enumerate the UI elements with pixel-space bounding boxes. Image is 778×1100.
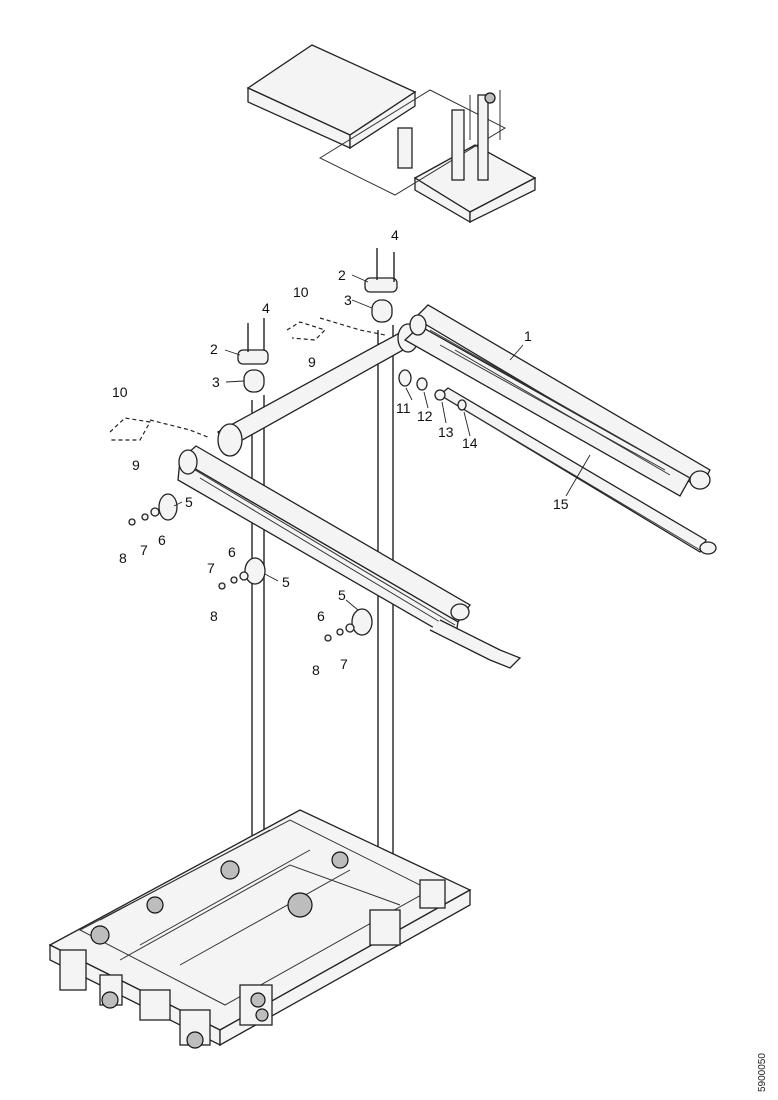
callout-6: 6 (228, 544, 236, 560)
callout-3: 3 (344, 292, 352, 308)
callout-1: 1 (524, 328, 532, 344)
callout-7: 7 (340, 656, 348, 672)
callout-10: 10 (293, 284, 309, 300)
hardware (109, 248, 467, 642)
callout-15: 15 (553, 496, 569, 512)
leader-lines (173, 274, 591, 611)
callout-12: 12 (417, 408, 433, 424)
callout-13: 13 (438, 424, 454, 440)
top-frame-assembly (246, 44, 537, 224)
callout-6: 6 (317, 608, 325, 624)
callout-2: 2 (338, 267, 346, 283)
rod-15 (438, 387, 717, 555)
callout-8: 8 (210, 608, 218, 624)
callout-4: 4 (262, 300, 270, 316)
callout-9: 9 (132, 457, 140, 473)
callout-7: 7 (140, 542, 148, 558)
callout-9: 9 (308, 354, 316, 370)
callout-14: 14 (462, 435, 478, 451)
callout-7: 7 (207, 560, 215, 576)
callout-5: 5 (338, 587, 346, 603)
base-assembly (48, 809, 472, 1049)
arm-1 (403, 304, 711, 497)
callout-11: 11 (396, 400, 411, 416)
callout-2: 2 (210, 341, 218, 357)
callout-4: 4 (391, 227, 399, 243)
callout-8: 8 (119, 550, 127, 566)
callout-10: 10 (112, 384, 128, 400)
callout-5: 5 (185, 494, 193, 510)
callout-3: 3 (212, 374, 220, 390)
callout-6: 6 (158, 532, 166, 548)
callouts: 1 2 2 3 3 4 4 5 5 5 6 6 6 7 7 7 8 8 8 9 … (112, 227, 569, 678)
figure-reference-code: 5900050 (757, 1053, 768, 1092)
arm-lower (177, 445, 522, 669)
callout-8: 8 (312, 662, 320, 678)
callout-5: 5 (282, 574, 290, 590)
